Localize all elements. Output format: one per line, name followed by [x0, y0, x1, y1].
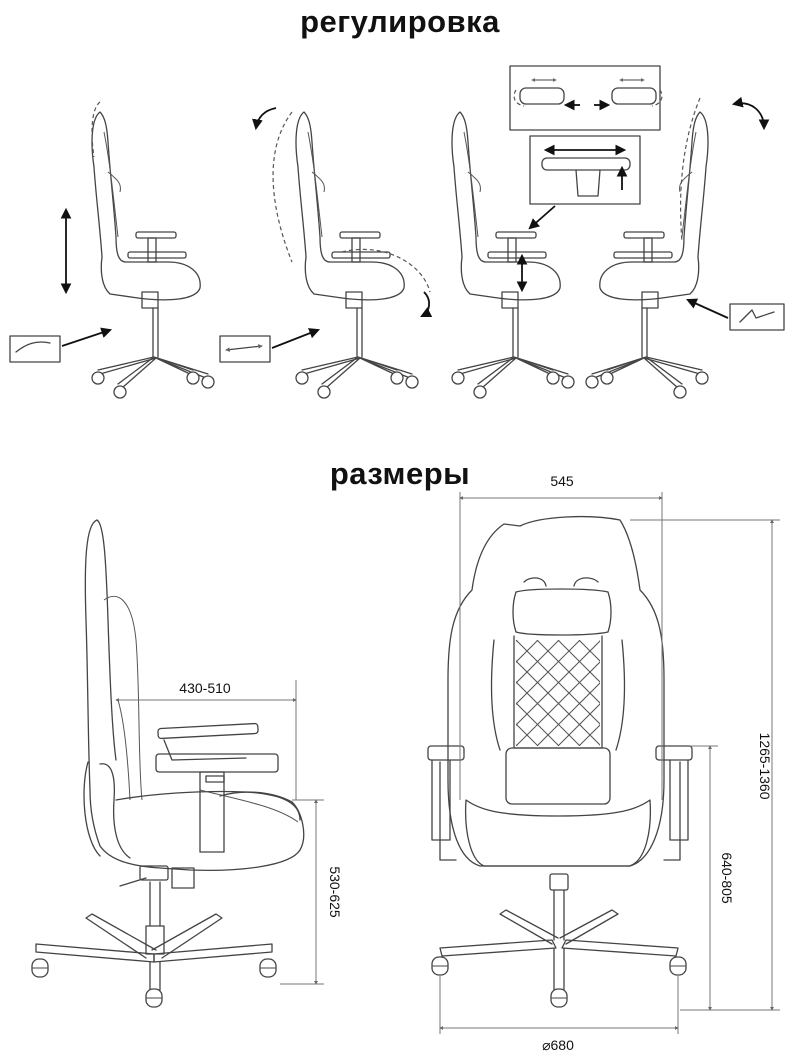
base-diameter-dimension: ⌀680	[439, 976, 679, 1053]
quilt-line	[726, 640, 800, 746]
quilt-line	[516, 640, 518, 642]
quilt-line	[557, 640, 600, 683]
base-diameter-label: ⌀680	[542, 1037, 574, 1053]
adjustment-title: регулировка	[300, 4, 500, 39]
armrest-rotate-inset	[509, 65, 661, 131]
dimensions-title: размеры	[329, 456, 471, 491]
recline-chair	[272, 111, 431, 399]
quilt-line	[516, 702, 560, 746]
quilt-line	[578, 640, 600, 662]
quilt-line	[642, 640, 748, 746]
quilt-line	[516, 723, 539, 746]
armrest-slide-inset	[529, 135, 641, 205]
quilt-line	[663, 640, 769, 746]
lever-inset-2	[219, 335, 271, 363]
seat-depth-label: 430-510	[179, 680, 231, 696]
tilt-arrow	[731, 96, 770, 131]
armrest-height-dimension: 640-805	[690, 745, 735, 1011]
armrest-adjust-chair	[451, 111, 575, 399]
quilt-line	[599, 745, 600, 746]
front-view-chair	[427, 515, 693, 1008]
top-width-label: 545	[550, 473, 574, 489]
quilt-line	[726, 640, 800, 746]
quilt-line	[684, 640, 790, 746]
quilt-line	[516, 640, 600, 726]
seat-depth-dimension: 430-510	[115, 680, 297, 800]
quilt-line	[516, 744, 518, 746]
armrest-height-label: 640-805	[719, 852, 735, 904]
quilt-line	[516, 640, 581, 705]
recline-arrow	[252, 107, 277, 131]
quilt-line	[663, 640, 769, 746]
quilt-line	[516, 640, 539, 663]
lever-inset-1	[9, 335, 61, 363]
total-height-dimension: 1265-1360	[630, 519, 780, 1011]
quilt-line	[642, 640, 748, 746]
quilt-line	[557, 703, 600, 746]
quilt-line	[684, 640, 790, 746]
quilt-line	[390, 640, 496, 746]
quilt-line	[705, 640, 800, 746]
seat-height-dimension: 530-625	[280, 799, 343, 985]
quilt-line	[621, 640, 727, 746]
quilt-line	[599, 640, 600, 641]
quilt-line	[536, 682, 600, 746]
quilt-line	[578, 724, 600, 746]
quilt-line	[705, 640, 800, 746]
quilt-line	[621, 640, 727, 746]
side-view-chair	[31, 519, 305, 1008]
lever-inset-4	[729, 303, 785, 331]
tilt-chair	[585, 97, 709, 399]
seat-height-label: 530-625	[327, 866, 343, 918]
quilt-line	[390, 640, 496, 746]
quilt-line	[516, 661, 600, 746]
total-height-label: 1265-1360	[757, 733, 773, 800]
top-width-dimension: 545	[459, 473, 663, 800]
quilt-line	[516, 640, 560, 684]
height-adjust-chair	[91, 101, 215, 399]
quilted-pattern	[390, 640, 800, 746]
